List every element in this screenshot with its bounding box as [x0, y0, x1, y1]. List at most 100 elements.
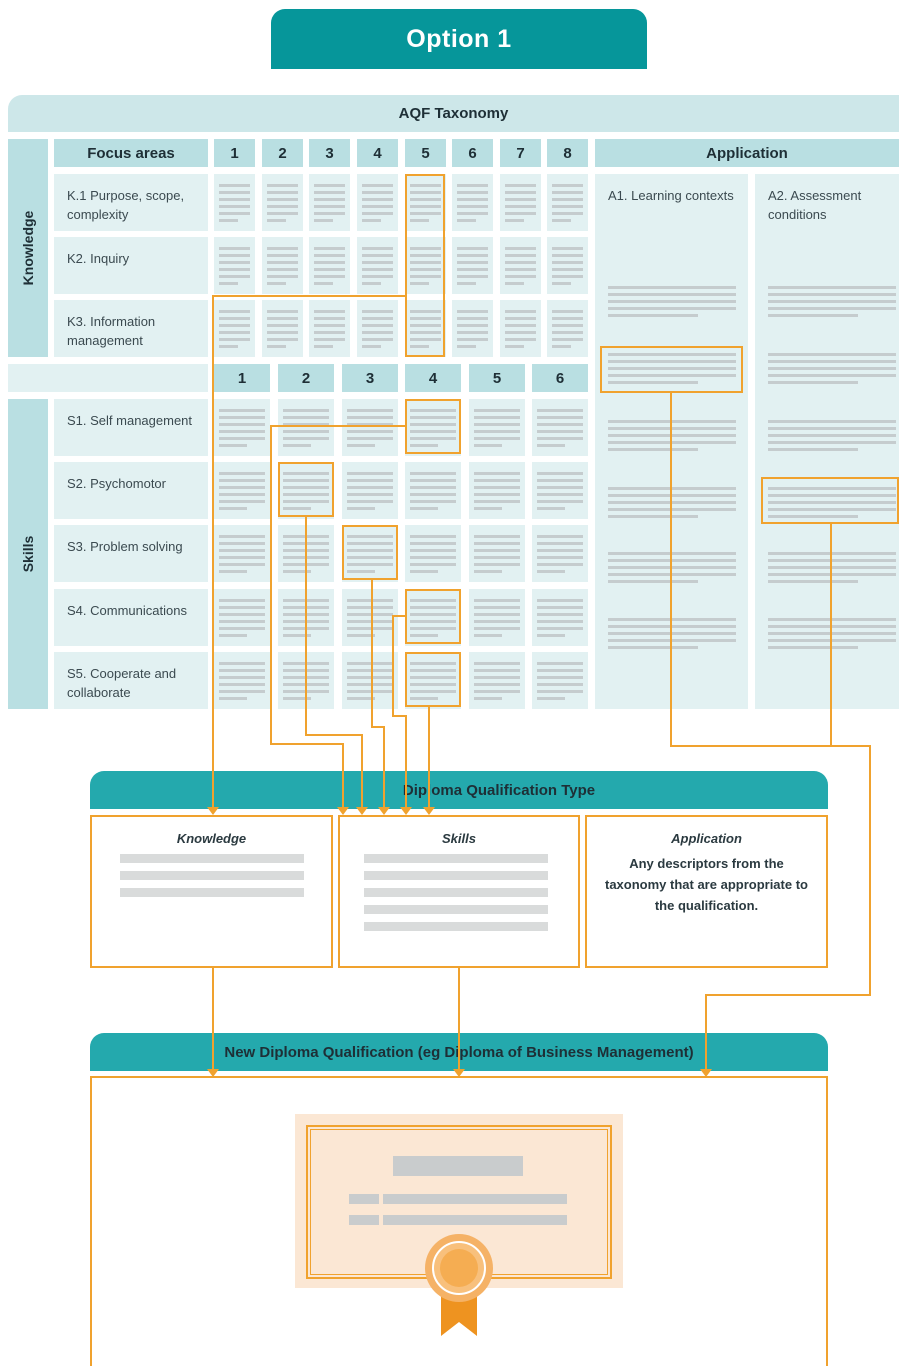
taxonomy-cell	[532, 589, 588, 646]
taxonomy-cell	[405, 174, 446, 231]
new-diploma-title: New Diploma Qualification (eg Diploma of…	[90, 1033, 828, 1071]
taxonomy-cell	[214, 399, 270, 456]
diploma-application-title: Application	[671, 831, 742, 846]
taxonomy-cell	[500, 237, 541, 294]
placeholder-text	[410, 184, 441, 226]
diploma-application-text: Any descriptors from the taxonomy that a…	[605, 856, 808, 913]
placeholder-text	[537, 599, 583, 641]
taxonomy-cell	[452, 174, 493, 231]
skill-level-header: 3	[342, 364, 398, 392]
taxonomy-cell	[214, 237, 255, 294]
skill-row: S5. Cooperate and collaborate	[54, 652, 208, 709]
placeholder-text	[505, 184, 536, 226]
skill-row: S1. Self management	[54, 399, 208, 456]
certificate-line	[349, 1194, 379, 1204]
taxonomy-cell	[469, 462, 525, 519]
placeholder-text	[283, 409, 329, 451]
placeholder-text	[219, 184, 250, 226]
taxonomy-cell	[262, 237, 303, 294]
knowledge-level-header: 3	[309, 139, 350, 167]
application-descriptor-lines	[608, 487, 736, 522]
placeholder-text	[474, 472, 520, 514]
taxonomy-cell	[500, 174, 541, 231]
placeholder-text	[362, 310, 393, 352]
separator-band	[8, 364, 208, 392]
placeholder-text	[537, 535, 583, 577]
taxonomy-cell	[278, 525, 334, 582]
application-descriptor-lines	[768, 618, 896, 653]
skill-row-label: S2. Psychomotor	[67, 476, 166, 491]
highlight-s4-level-4	[405, 589, 461, 644]
highlight-a1-descriptor	[600, 346, 743, 393]
highlight-s1-level-4	[405, 399, 461, 454]
taxonomy-cell	[547, 174, 588, 231]
certificate-line	[383, 1215, 567, 1225]
taxonomy-cell	[469, 652, 525, 709]
taxonomy-cell	[532, 652, 588, 709]
application-descriptor-lines	[608, 286, 736, 321]
diploma-application-box: Application Any descriptors from the tax…	[585, 815, 828, 968]
application-descriptor-lines	[608, 618, 736, 653]
certificate-illustration	[295, 1114, 623, 1288]
application-descriptor-lines	[608, 353, 736, 388]
placeholder-text	[457, 184, 488, 226]
application-descriptor-lines	[768, 353, 896, 388]
application-a2-label: A2. Assessment conditions	[768, 188, 862, 222]
certificate-line	[349, 1215, 379, 1225]
placeholder-text	[219, 247, 250, 289]
placeholder-text	[314, 184, 345, 226]
taxonomy-cell	[547, 300, 588, 357]
taxonomy-cell	[452, 300, 493, 357]
placeholder-line	[364, 922, 548, 931]
placeholder-text	[410, 409, 456, 451]
taxonomy-cell	[357, 174, 398, 231]
taxonomy-cell	[342, 399, 398, 456]
placeholder-text	[537, 662, 583, 704]
placeholder-text	[505, 310, 536, 352]
highlight-knowledge-level-5	[405, 174, 445, 357]
application-descriptor-lines	[768, 286, 896, 321]
placeholder-text	[347, 472, 393, 514]
taxonomy-cell	[405, 462, 461, 519]
knowledge-level-header: 1	[214, 139, 255, 167]
taxonomy-cell	[214, 525, 270, 582]
option-title: Option 1	[271, 9, 647, 69]
placeholder-text	[410, 662, 456, 704]
placeholder-text	[283, 662, 329, 704]
taxonomy-cell	[452, 237, 493, 294]
placeholder-text	[474, 535, 520, 577]
highlight-s5-level-4	[405, 652, 461, 707]
taxonomy-cell	[278, 589, 334, 646]
skill-row: S4. Communications	[54, 589, 208, 646]
taxonomy-cell	[532, 399, 588, 456]
skill-level-header: 4	[405, 364, 461, 392]
taxonomy-cell	[357, 300, 398, 357]
skill-level-header: 6	[532, 364, 588, 392]
taxonomy-cell	[469, 589, 525, 646]
knowledge-level-header: 4	[357, 139, 398, 167]
placeholder-text	[474, 409, 520, 451]
taxonomy-cell	[342, 652, 398, 709]
knowledge-level-header: 2	[262, 139, 303, 167]
skill-row: S3. Problem solving	[54, 525, 208, 582]
placeholder-text	[347, 409, 393, 451]
skill-level-header: 5	[469, 364, 525, 392]
taxonomy-cell	[532, 462, 588, 519]
taxonomy-cell	[262, 300, 303, 357]
placeholder-text	[457, 310, 488, 352]
placeholder-text	[410, 247, 441, 289]
taxonomy-cell	[309, 300, 350, 357]
taxonomy-cell	[405, 399, 461, 456]
highlight-a2-descriptor	[761, 477, 899, 524]
placeholder-text	[347, 599, 393, 641]
placeholder-text	[219, 409, 265, 451]
skills-side-panel: Skills	[8, 399, 48, 709]
taxonomy-cell	[214, 589, 270, 646]
placeholder-text	[537, 409, 583, 451]
taxonomy-cell	[262, 174, 303, 231]
knowledge-row: K2. Inquiry	[54, 237, 208, 294]
highlight-s2-level-2	[278, 462, 334, 517]
aqf-taxonomy-title: AQF Taxonomy	[8, 95, 899, 132]
knowledge-side-label: Knowledge	[20, 210, 36, 286]
application-descriptor-lines	[608, 420, 736, 455]
